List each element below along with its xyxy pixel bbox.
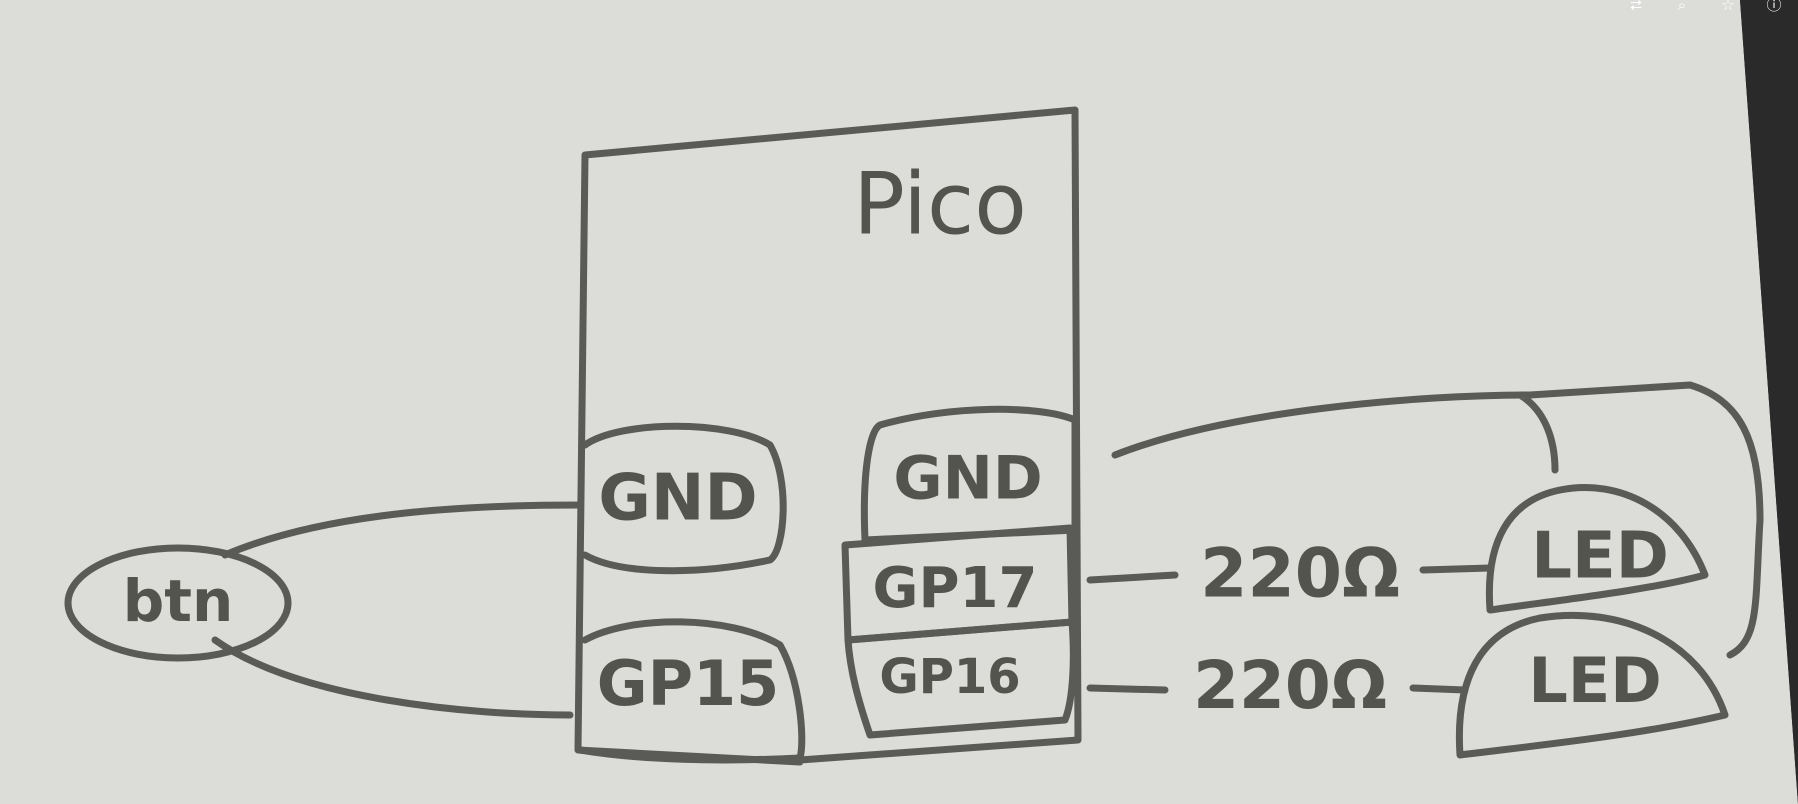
- led-label-top: LED: [1531, 520, 1669, 594]
- pin-label-gnd-right: GND: [893, 444, 1042, 514]
- resistor-label-bottom: 220Ω: [1193, 647, 1387, 724]
- wire-resistor-to-led-top: [1419, 564, 1494, 574]
- wire-btn-to-gnd: [221, 501, 584, 559]
- led-label-bottom: LED: [1528, 644, 1661, 717]
- led-bottom-outline: [1455, 611, 1729, 759]
- zoom-icon[interactable]: ⌕: [1677, 0, 1687, 14]
- wire-gp16-to-resistor: [1086, 684, 1169, 694]
- paper-shadow: [1740, 0, 1798, 804]
- button-outline: [64, 544, 292, 662]
- wire-resistor-to-led-bottom: [1409, 684, 1469, 694]
- pin-pad-gp15: [576, 618, 806, 764]
- pin-label-gp17: GP17: [873, 556, 1038, 621]
- viewer-toolbar: ⮂ ⌕ ☆ ⓘ: [1626, 0, 1784, 14]
- pin-label-gp15: GP15: [597, 647, 780, 720]
- pin-pad-gnd-left: [581, 422, 787, 575]
- resistor-label-top: 220Ω: [1200, 535, 1400, 614]
- pin-label-gp16: GP16: [879, 649, 1020, 705]
- board-title: Pico: [853, 154, 1027, 254]
- star-icon[interactable]: ☆: [1721, 0, 1735, 14]
- pin-pad-gp16: [844, 618, 1077, 739]
- pin-label-gnd-left: GND: [598, 462, 757, 536]
- wire-gnd-to-leds: [1111, 381, 1764, 659]
- button-label: btn: [123, 567, 234, 635]
- info-icon[interactable]: ⓘ: [1766, 0, 1782, 14]
- wire-btn-to-gp15: [211, 636, 574, 719]
- pin-pad-gnd-right: [860, 405, 1079, 544]
- share-icon[interactable]: ⮂: [1629, 0, 1642, 14]
- wire-gp17-to-resistor: [1086, 571, 1179, 584]
- led-top-outline: [1485, 484, 1709, 614]
